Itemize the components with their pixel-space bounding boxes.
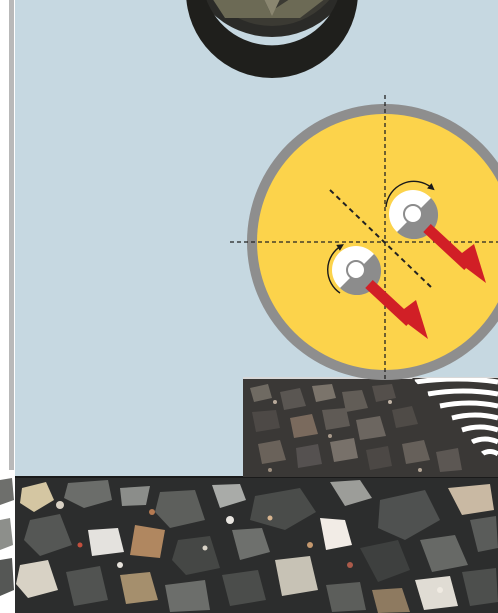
rotating-eccentric-icon — [327, 244, 382, 296]
eccentric-alignment-axis — [329, 189, 433, 289]
left-edge-stones — [0, 470, 15, 613]
left-gray-line — [9, 0, 14, 470]
rotation-direction-arrow-icon — [327, 244, 344, 294]
top-disk-icon — [186, 0, 358, 78]
rotation-direction-arrow-icon — [385, 180, 435, 208]
red-force-arrow-icon — [423, 223, 486, 283]
compaction-stripes — [412, 378, 498, 470]
lower-aggregate-stones — [16, 480, 498, 613]
upper-aggregate-stones — [250, 384, 462, 472]
red-force-arrow-icon — [365, 279, 428, 339]
